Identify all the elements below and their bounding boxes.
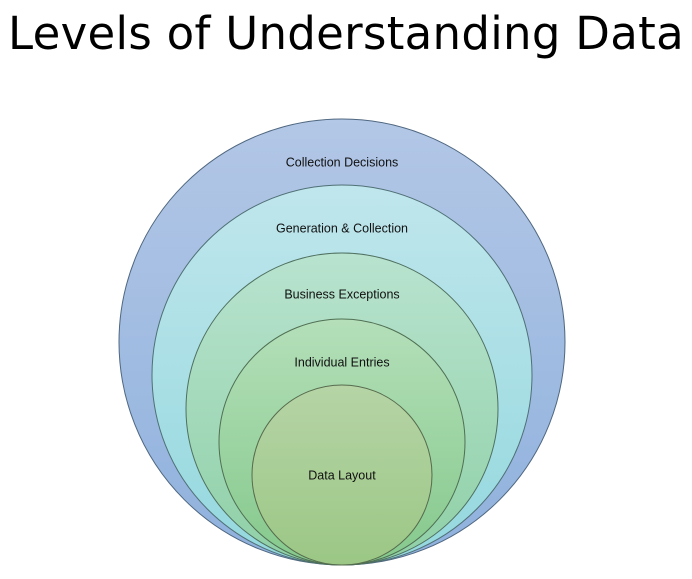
- level-label-1: Collection Decisions: [286, 155, 399, 169]
- level-label-5: Data Layout: [308, 468, 376, 482]
- level-circle-5: [251, 384, 433, 566]
- level-label-2: Generation & Collection: [276, 221, 408, 235]
- level-label-3: Business Exceptions: [284, 287, 399, 301]
- level-label-4: Individual Entries: [294, 355, 389, 369]
- page-title: Levels of Understanding Data: [8, 7, 684, 60]
